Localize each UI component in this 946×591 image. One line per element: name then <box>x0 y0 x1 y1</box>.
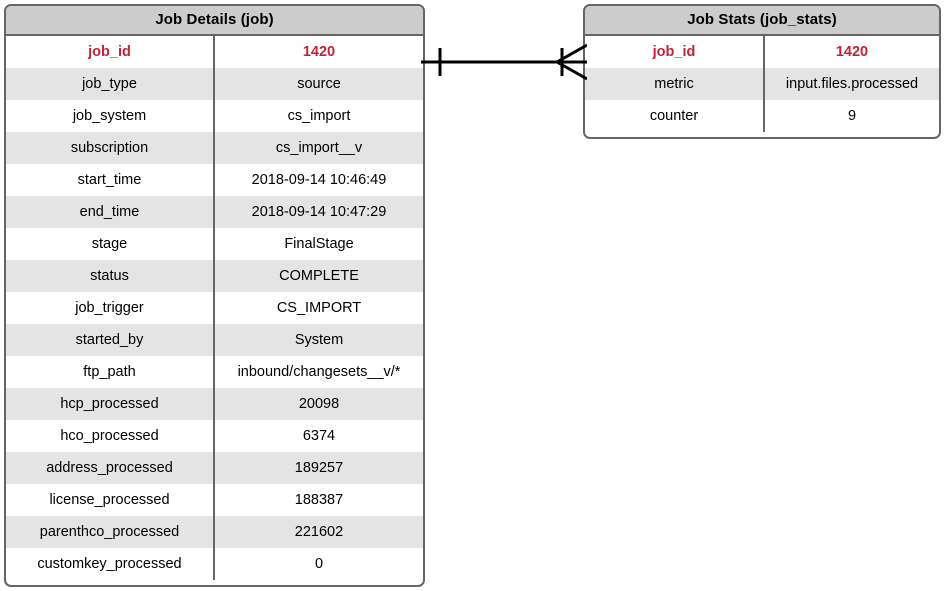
attribute-name: started_by <box>6 324 215 356</box>
table-row: end_time 2018-09-14 10:47:29 <box>6 196 423 228</box>
attribute-value: System <box>214 324 423 356</box>
attribute-value: input.files.processed <box>764 68 939 100</box>
attribute-value: cs_import__v <box>214 132 423 164</box>
entity-job-stats[interactable]: Job Stats (job_stats) job_id 1420 metric… <box>583 4 941 139</box>
table-row: start_time 2018-09-14 10:46:49 <box>6 164 423 196</box>
table-row: job_system cs_import <box>6 100 423 132</box>
attribute-name: license_processed <box>6 484 215 516</box>
table-row: parenthco_processed 221602 <box>6 516 423 548</box>
attribute-value: 1420 <box>214 36 423 68</box>
attribute-name: job_system <box>6 100 215 132</box>
entity-job-details-rows: job_id 1420 job_type source job_system c… <box>6 36 423 580</box>
table-row: job_id 1420 <box>6 36 423 68</box>
attribute-name: job_id <box>585 36 765 68</box>
attribute-name: hco_processed <box>6 420 215 452</box>
attribute-name: end_time <box>6 196 215 228</box>
attribute-name: customkey_processed <box>6 548 215 580</box>
entity-title-job-stats: Job Stats (job_stats) <box>585 6 939 36</box>
attribute-value: CS_IMPORT <box>214 292 423 324</box>
table-row: subscription cs_import__v <box>6 132 423 164</box>
table-row: ftp_path inbound/changesets__v/* <box>6 356 423 388</box>
attribute-name: status <box>6 260 215 292</box>
attribute-value: 6374 <box>214 420 423 452</box>
attribute-name: job_type <box>6 68 215 100</box>
attribute-name: start_time <box>6 164 215 196</box>
table-row: job_trigger CS_IMPORT <box>6 292 423 324</box>
attribute-name: counter <box>585 100 765 132</box>
table-row: hcp_processed 20098 <box>6 388 423 420</box>
table-row: metric input.files.processed <box>585 68 939 100</box>
attribute-name: job_trigger <box>6 292 215 324</box>
attribute-value: 1420 <box>764 36 939 68</box>
table-row: hco_processed 6374 <box>6 420 423 452</box>
table-row: started_by System <box>6 324 423 356</box>
attribute-value: 2018-09-14 10:47:29 <box>214 196 423 228</box>
attribute-name: ftp_path <box>6 356 215 388</box>
table-row: address_processed 189257 <box>6 452 423 484</box>
attribute-name: address_processed <box>6 452 215 484</box>
attribute-value: COMPLETE <box>214 260 423 292</box>
table-row: job_type source <box>6 68 423 100</box>
entity-title-job-details: Job Details (job) <box>6 6 423 36</box>
relationship-connector-job-to-job-stats <box>421 43 587 81</box>
attribute-value: source <box>214 68 423 100</box>
entity-job-details[interactable]: Job Details (job) job_id 1420 job_type s… <box>4 4 425 587</box>
table-row: job_id 1420 <box>585 36 939 68</box>
attribute-value: 0 <box>214 548 423 580</box>
attribute-name: parenthco_processed <box>6 516 215 548</box>
attribute-value: 188387 <box>214 484 423 516</box>
entity-job-stats-rows: job_id 1420 metric input.files.processed… <box>585 36 939 132</box>
attribute-name: metric <box>585 68 765 100</box>
table-row: license_processed 188387 <box>6 484 423 516</box>
attribute-name: job_id <box>6 36 215 68</box>
attribute-value: 20098 <box>214 388 423 420</box>
attribute-value: 189257 <box>214 452 423 484</box>
attribute-name: stage <box>6 228 215 260</box>
attribute-value: cs_import <box>214 100 423 132</box>
table-row: stage FinalStage <box>6 228 423 260</box>
attribute-name: subscription <box>6 132 215 164</box>
table-row: status COMPLETE <box>6 260 423 292</box>
attribute-value: 9 <box>764 100 939 132</box>
attribute-value: 221602 <box>214 516 423 548</box>
attribute-value: 2018-09-14 10:46:49 <box>214 164 423 196</box>
attribute-name: hcp_processed <box>6 388 215 420</box>
attribute-value: inbound/changesets__v/* <box>214 356 423 388</box>
table-row: customkey_processed 0 <box>6 548 423 580</box>
attribute-value: FinalStage <box>214 228 423 260</box>
table-row: counter 9 <box>585 100 939 132</box>
